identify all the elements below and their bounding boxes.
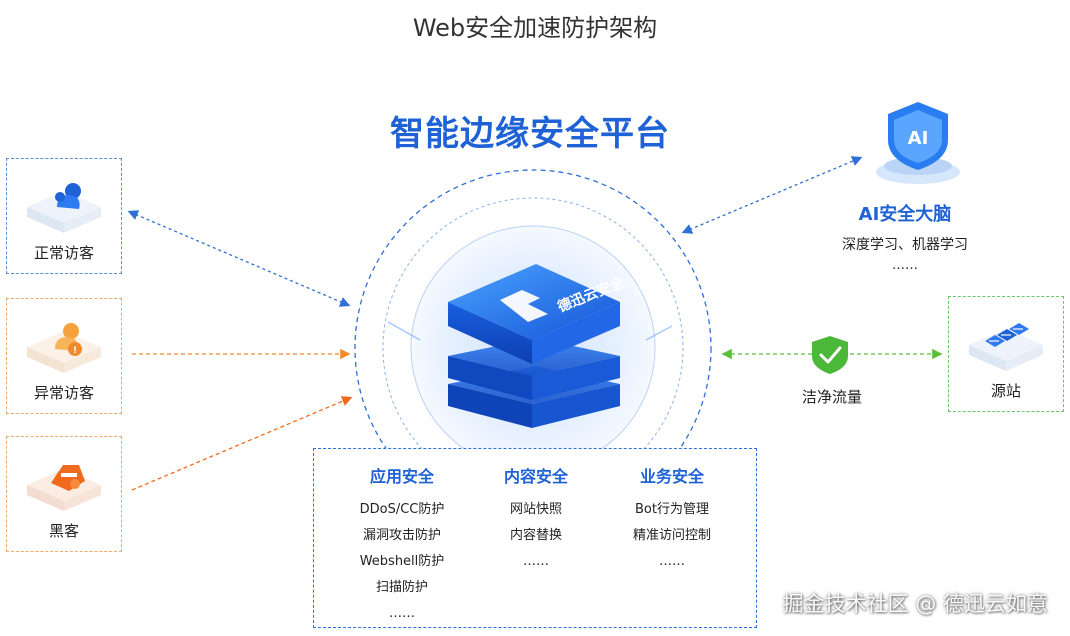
ai-brain-title: AI安全大脑 (858, 204, 952, 225)
ai-brain-more: …… (892, 258, 918, 273)
abnormal-visitor-card[interactable]: ! 异常访客 (6, 298, 122, 414)
ai-brain-arrow (681, 156, 863, 234)
service-column-app: 应用安全 DDoS/CC防护 漏洞攻击防护 Webshell防护 扫描防护 …… (332, 463, 472, 627)
service-item: 精准访问控制 (632, 528, 711, 543)
user-icon (23, 173, 105, 239)
normal-visitor-card[interactable]: 正常访客 (6, 158, 122, 274)
normal-visitor-arrow (127, 210, 351, 307)
hacker-arrow (131, 396, 353, 491)
visitor-label: 正常访客 (33, 244, 94, 262)
ai-badge-text: AI (908, 128, 929, 149)
service-item: …… (523, 554, 549, 569)
core-stack-icon (448, 264, 620, 428)
hacker-card[interactable]: 黑客 (6, 436, 122, 552)
platform-title: 智能边缘安全平台 (390, 114, 670, 154)
service-column-business: 业务安全 Bot行为管理 精准访问控制 …… (602, 463, 742, 575)
origin-label: 源站 (990, 382, 1021, 400)
service-item: 扫描防护 (375, 580, 428, 595)
ai-shield-icon: AI (876, 102, 960, 184)
visitor-label: 黑客 (48, 522, 79, 540)
abnormal-user-icon: ! (23, 313, 105, 379)
hacker-icon (23, 451, 105, 517)
server-icon (965, 311, 1047, 377)
page-title: Web安全加速防护架构 (412, 14, 658, 42)
service-item: 漏洞攻击防护 (362, 528, 441, 543)
service-item: 网站快照 (509, 502, 562, 517)
service-item: Webshell防护 (359, 554, 445, 569)
service-item: …… (659, 554, 685, 569)
watermark: 掘金技术社区 @ 德迅云如意 (782, 592, 1048, 616)
service-title: 业务安全 (639, 467, 704, 486)
ai-brain-subtitle: 深度学习、机器学习 (842, 237, 968, 253)
service-item: DDoS/CC防护 (359, 502, 445, 517)
service-title: 内容安全 (503, 467, 568, 486)
service-title: 应用安全 (369, 467, 434, 486)
ring-accent-right (645, 325, 673, 341)
origin-card[interactable]: 源站 (948, 296, 1064, 412)
security-services-panel: 应用安全 DDoS/CC防护 漏洞攻击防护 Webshell防护 扫描防护 ……… (313, 448, 757, 628)
ring-accent-left (387, 321, 421, 341)
service-column-content: 内容安全 网站快照 内容替换 …… (466, 463, 606, 575)
service-item: 内容替换 (509, 528, 562, 543)
shield-check-icon (812, 336, 848, 374)
service-item: …… (389, 606, 415, 621)
svg-text:!: ! (73, 346, 77, 356)
clean-traffic-label: 洁净流量 (801, 388, 862, 406)
service-item: Bot行为管理 (635, 502, 709, 517)
visitor-label: 异常访客 (33, 384, 94, 402)
